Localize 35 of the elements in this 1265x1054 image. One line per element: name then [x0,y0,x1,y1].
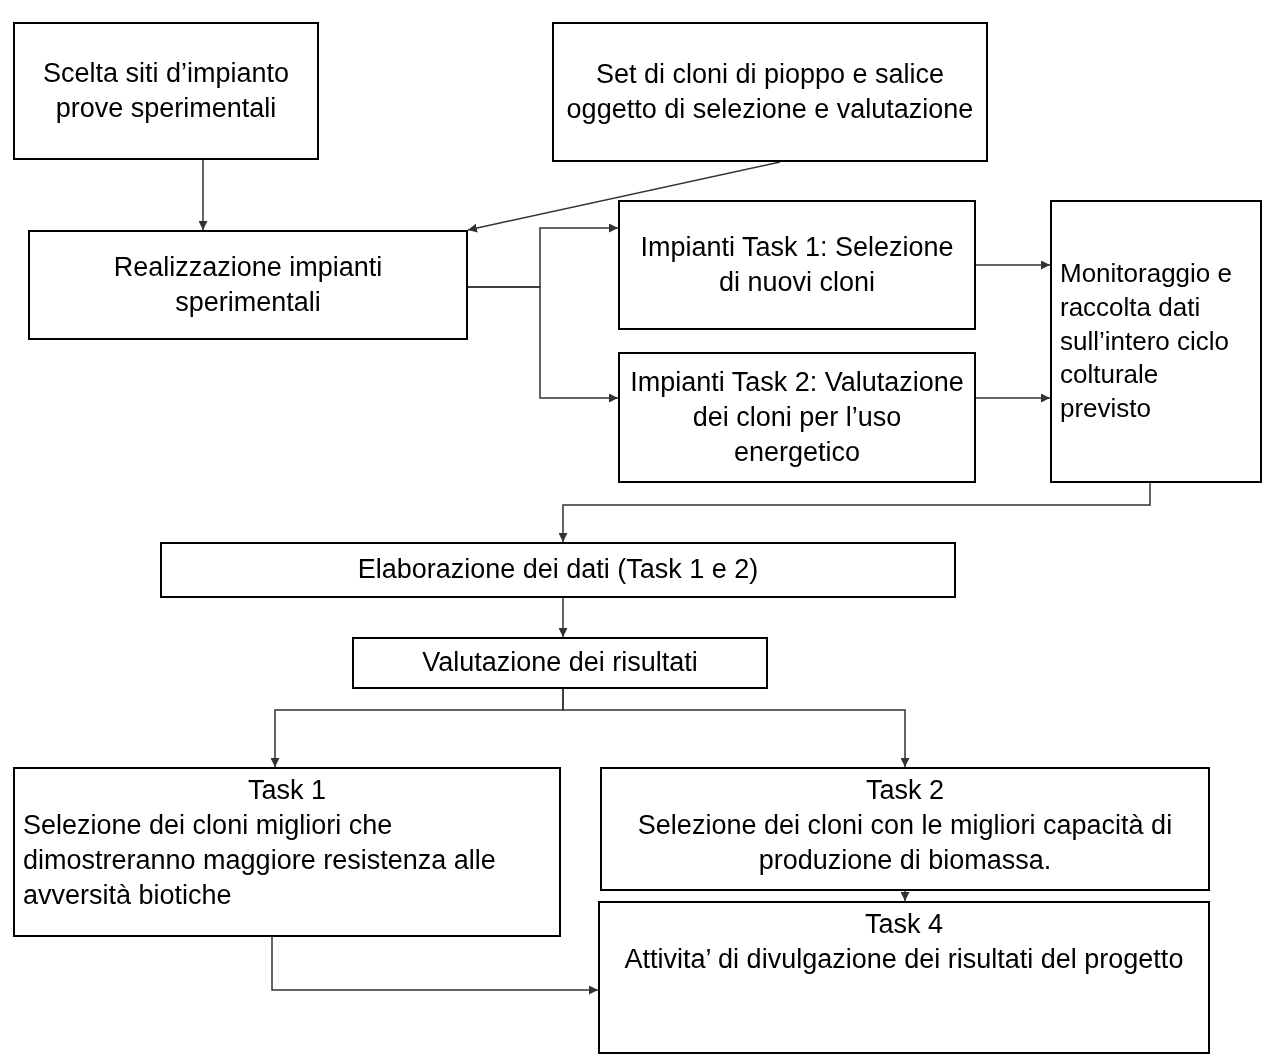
box-text: Set di cloni di pioppo e salice oggetto di selezione e valutazione [565,57,975,126]
arrow [271,936,599,995]
process-box [352,637,768,689]
arrow [562,688,910,768]
box-text: Selezione dei cloni migliori che dimostreranno maggiore resistenza alle avversità biotiche [23,809,497,913]
arrow [558,597,568,638]
box-heading: Task 4 [863,908,944,941]
process-box [600,767,1210,891]
process-box [28,230,468,340]
process-box [618,352,976,483]
box-text: Realizzazione impianti sperimentali [112,250,384,319]
arrow [975,393,1051,403]
box-text: Elaborazione dei dati (Task 1 e 2) [356,553,760,587]
arrow [198,159,208,231]
arrow [975,260,1051,270]
process-box [1050,200,1262,483]
box-text: Impianti Task 1: Selezione di nuovi cloni [639,230,955,299]
box-text: Scelta siti d’impianto prove sperimentali [41,56,291,125]
box-text: Monitoraggio e raccolta dati sull’intero ciclo colturale previsto [1060,257,1233,426]
arrow [467,161,781,233]
process-box [552,22,988,162]
box-text: Valutazione dei risultati [421,646,699,680]
box-heading: Task 1 [246,774,327,807]
arrow [467,286,619,403]
arrow [558,482,1151,543]
box-heading: Task 2 [864,774,945,807]
box-text: Selezione dei cloni con le migliori capacità di produzione di biomassa. [636,809,1174,878]
process-box [598,901,1210,1054]
box-text: Impianti Task 2: Valutazione dei cloni per l’uso energetico [629,365,965,470]
arrow [900,890,910,902]
box-text: Attivita’ di divulgazione dei risultati del progetto [623,943,1185,977]
process-box [618,200,976,330]
process-box [13,22,319,160]
process-box [160,542,956,598]
process-box [13,767,561,937]
